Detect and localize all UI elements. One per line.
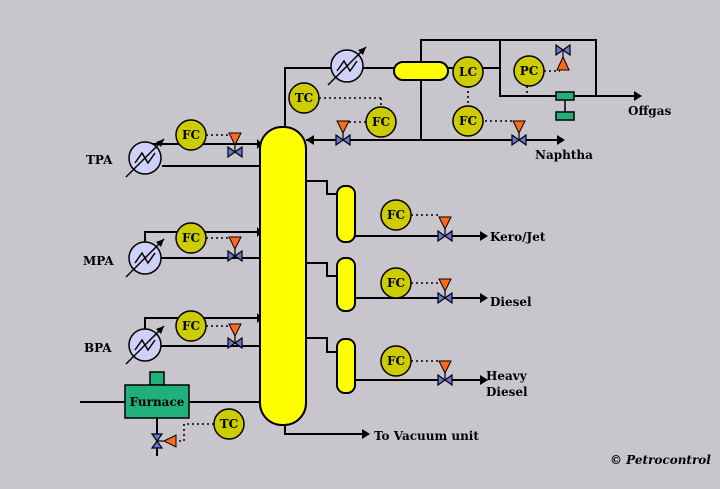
reflux-fc-controller-label: FC [372, 115, 390, 129]
tpa-heat-exchanger-icon [125, 138, 165, 178]
mpa-fc-controller: FC [175, 222, 207, 254]
kerojet-fc-controller-label: FC [387, 208, 405, 222]
drum-lc-controller: LC [452, 56, 484, 88]
reflux-control-valve-icon [335, 120, 351, 147]
bpa-fc-controller-label: FC [182, 319, 200, 333]
heavy-diesel-label-line1: Heavy [486, 369, 528, 383]
kerojet-side-stripper [336, 185, 356, 243]
tpa-fc-controller-label: FC [182, 128, 200, 142]
furnace-tc-controller-label: TC [220, 417, 238, 431]
tpa-label: TPA [86, 153, 113, 167]
diesel-control-valve-icon [437, 278, 453, 305]
furnace: Furnace [124, 371, 190, 419]
top-tc-controller: TC [288, 82, 320, 114]
bpa-label: BPA [84, 341, 112, 355]
overhead-reflux-drum [393, 61, 449, 81]
offgas-pc-controller-label: PC [520, 64, 539, 78]
diesel-label: Diesel [490, 295, 532, 309]
mpa-control-valve-icon [227, 236, 243, 263]
heavy-diesel-fc-controller-label: FC [387, 354, 405, 368]
top-tc-controller-label: TC [295, 91, 313, 105]
bpa-control-valve-icon [227, 323, 243, 350]
mpa-label: MPA [83, 254, 114, 268]
main-fractionator-column [259, 126, 307, 426]
heavy-diesel-side-stripper [336, 338, 356, 394]
kerojet-fc-controller: FC [380, 199, 412, 231]
furnace-label: Furnace [130, 395, 185, 409]
mpa-fc-controller-label: FC [182, 231, 200, 245]
diesel-side-stripper [336, 257, 356, 312]
naphtha-label: Naphtha [535, 148, 593, 162]
heavy-diesel-control-valve-icon [437, 360, 453, 387]
drum-lc-controller-label: LC [459, 65, 477, 79]
kerojet-control-valve-icon [437, 216, 453, 243]
copyright-label: © Petrocontrol [610, 453, 711, 467]
mpa-heat-exchanger-icon [125, 238, 165, 278]
diesel-fc-controller: FC [380, 267, 412, 299]
offgas-label: Offgas [628, 104, 671, 118]
overhead-heat-exchanger-icon [327, 46, 367, 86]
tpa-control-valve-icon [227, 132, 243, 159]
offgas-flow-element [555, 91, 575, 121]
diesel-fc-controller-label: FC [387, 276, 405, 290]
offgas-control-valve-icon [555, 43, 571, 71]
tpa-fc-controller: FC [175, 119, 207, 151]
symbols: FC FC FC TC FC LC FC PC FC FC FC TC [125, 43, 571, 449]
naphtha-fc-controller: FC [452, 105, 484, 137]
furnace-fuel-control-valve-icon [150, 433, 177, 449]
naphtha-fc-controller-label: FC [459, 114, 477, 128]
stream-labels: TPA MPA BPA Offgas Naphtha Kero/Jet Dies… [83, 104, 711, 467]
bpa-fc-controller: FC [175, 310, 207, 342]
reflux-fc-controller: FC [365, 106, 397, 138]
flow-arrows [257, 91, 642, 439]
signal-lines [168, 70, 560, 442]
heavy-diesel-fc-controller: FC [380, 345, 412, 377]
vessels [259, 61, 449, 426]
vacuum-label: To Vacuum unit [374, 429, 479, 443]
naphtha-control-valve-icon [511, 120, 527, 147]
bpa-heat-exchanger-icon [125, 325, 165, 365]
kerojet-label: Kero/Jet [490, 230, 546, 244]
furnace-tc-controller: TC [213, 408, 245, 440]
heavy-diesel-label-line2: Diesel [486, 385, 528, 399]
offgas-pc-controller: PC [513, 55, 545, 87]
